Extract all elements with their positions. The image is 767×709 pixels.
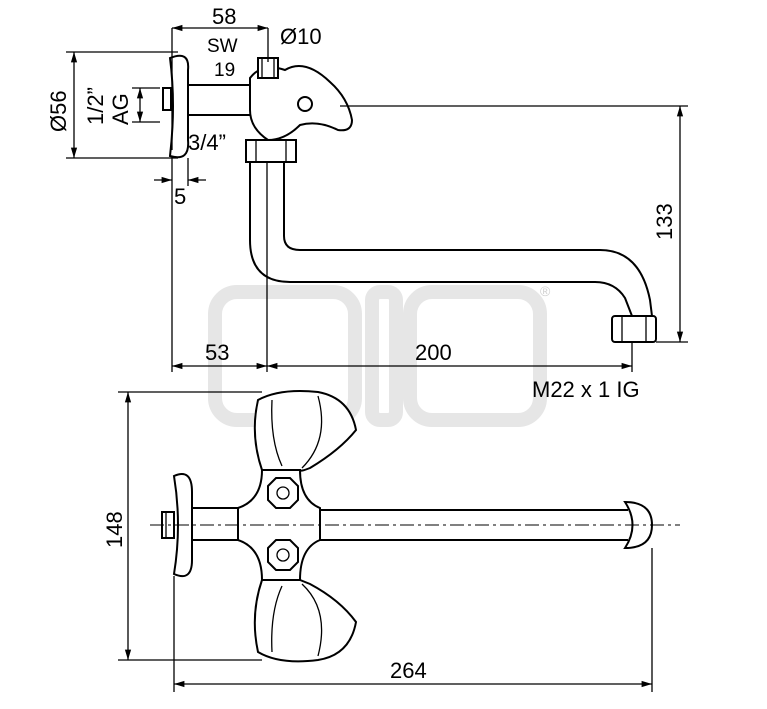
wall-thread-stub [162,87,172,111]
dim-133: 133 [652,203,677,240]
lower-valve-nut [267,539,299,571]
upper-valve-nut [267,477,299,509]
valve-screw [297,96,313,112]
dim-diameter-56: Ø56 [46,90,71,132]
spout-nut [245,139,297,163]
dim-5: 5 [174,184,186,209]
spout-pipe-outer [249,162,633,317]
label-inlet-3-4: 3/4” [188,130,226,155]
upper-handle [253,390,358,472]
dim-58: 58 [212,4,236,29]
dim-148: 148 [102,511,127,548]
spout-pipe-inner [283,162,653,317]
dim-264: 264 [390,658,427,683]
side-view: 58 SW 19 Ø10 3/4” Ø56 1/2” AG 5 133 53 [46,4,688,402]
dim-200: 200 [415,340,452,365]
label-diameter-10: Ø10 [280,24,322,49]
watermark-registered-mark: ® [540,283,551,299]
label-thread-ag: AG [108,93,133,125]
outlet-aerator [611,315,657,343]
top-view: 148 264 [102,390,680,692]
wall-rosette-side [168,54,190,159]
label-sw: SW [207,36,238,57]
label-outlet-thread: M22 x 1 IG [532,377,640,402]
label-thread-1-2: 1/2” [83,87,108,125]
lower-handle [253,579,358,663]
dim-53: 53 [205,340,229,365]
label-sw-19: 19 [214,60,235,81]
